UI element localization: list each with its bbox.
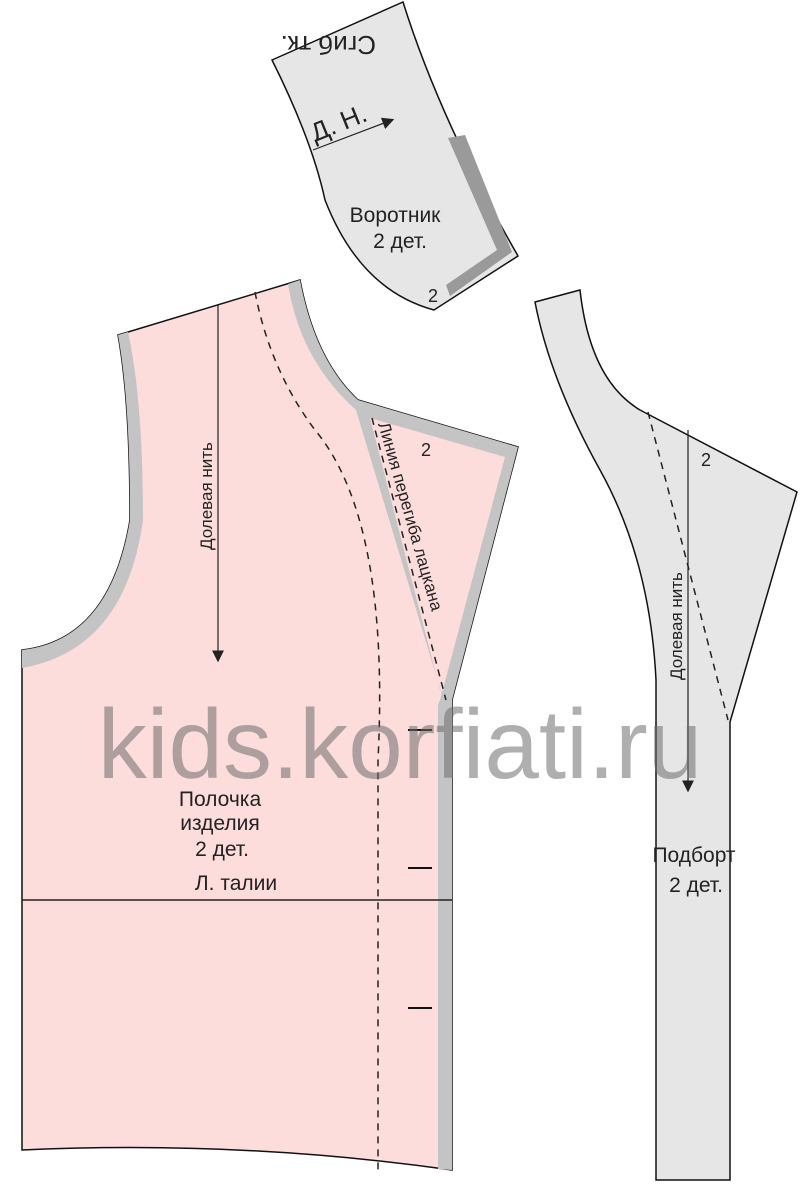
facing-count: 2 дет. bbox=[669, 874, 723, 897]
collar-seam-allowance bbox=[446, 135, 512, 296]
collar-notch: 2 bbox=[428, 286, 438, 306]
collar-count: 2 дет. bbox=[373, 230, 427, 253]
lapel-fold-line bbox=[371, 417, 447, 701]
collar-piece: Сгиб тк. Д. Н. Воротник 2 дет. 2 bbox=[270, 0, 520, 311]
facing-notch: 2 bbox=[701, 450, 711, 470]
facing-line bbox=[254, 291, 381, 1170]
collar-name: Воротник bbox=[350, 204, 442, 227]
facing-grain-label: Долевая нить bbox=[667, 572, 686, 680]
front-name-2: изделия bbox=[180, 812, 260, 835]
facing-name: Подборт bbox=[652, 844, 735, 867]
front-piece: Долевая нить Линия перегиба лацкана 2 Л.… bbox=[21, 279, 519, 1171]
armhole-seam-allowance bbox=[22, 332, 143, 668]
front-grain-label: Долевая нить bbox=[197, 442, 216, 550]
front-count: 2 дет. bbox=[195, 838, 249, 861]
watermark: kids.korfiati.ru bbox=[98, 689, 703, 799]
front-notch: 2 bbox=[421, 440, 431, 460]
collar-grain-arrow bbox=[312, 117, 395, 151]
front-name-1: Полочка bbox=[179, 788, 262, 811]
collar-fold-label: Сгиб тк. bbox=[281, 30, 376, 60]
waist-label: Л. талии bbox=[195, 872, 277, 895]
button-marks bbox=[408, 729, 432, 1009]
facing-piece: Долевая нить 2 Подборт 2 дет. bbox=[534, 289, 798, 1181]
